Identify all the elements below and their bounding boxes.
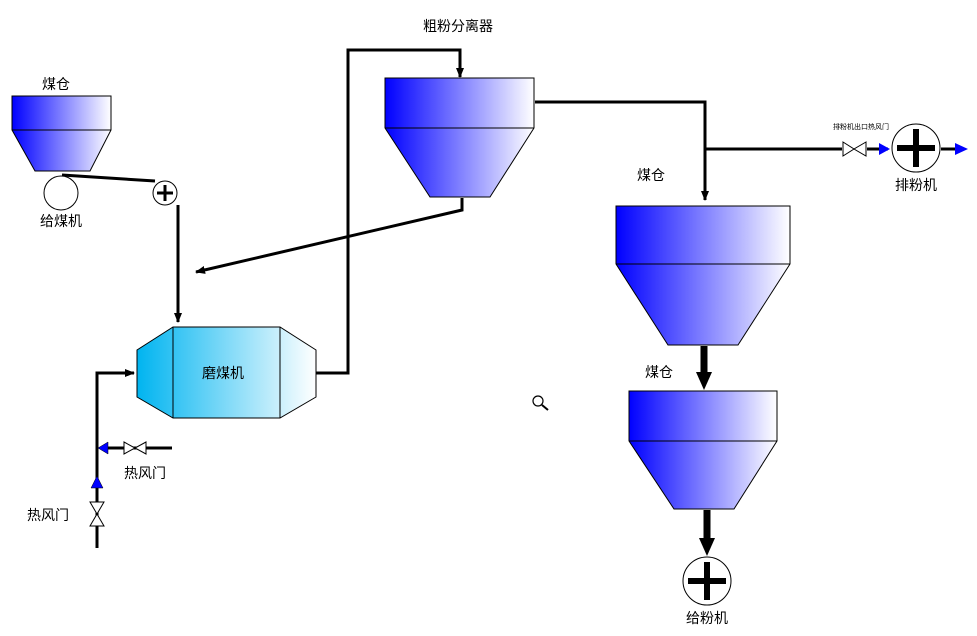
coarse-separator-label: 粗粉分离器 <box>423 18 493 35</box>
pipe-separator-to-bin <box>535 100 709 201</box>
mill-label: 磨煤机 <box>202 366 244 382</box>
pipe-hot-air-to-mill <box>95 369 135 548</box>
combiner-plus-icon <box>152 180 178 206</box>
coal-feeder[interactable] <box>43 175 79 211</box>
powder-feeder-label: 给粉机 <box>686 611 728 627</box>
pipe-separator-return <box>195 198 464 274</box>
hot-air-door-lower-label: 热风门 <box>27 508 69 524</box>
pipe-feeder-to-combiner <box>61 173 156 183</box>
pipe-mill-to-separator <box>316 48 464 375</box>
magnifier-icon[interactable] <box>532 395 549 411</box>
exhauster-outlet-door-label: 排粉机出口热风门 <box>833 122 889 131</box>
hot-air-door-lower-valve[interactable] <box>89 501 105 527</box>
coal-bin-small-label: 煤仓 <box>42 77 70 93</box>
powder-feeder-fan-icon[interactable] <box>682 556 732 606</box>
chute-arrow-upper <box>696 372 712 390</box>
flow-arrow-hot-air-branch <box>97 441 109 455</box>
exhauster-fan-icon[interactable] <box>891 123 941 173</box>
flow-arrow-exhauster-out <box>955 143 968 155</box>
powder-bin-lower[interactable] <box>628 390 778 510</box>
mill[interactable] <box>136 326 317 419</box>
flow-arrow-hot-air-main <box>90 475 104 489</box>
flow-arrow-exhauster-in <box>879 143 890 155</box>
chute-arrow-lower <box>699 538 715 556</box>
exhauster-outlet-door-valve[interactable] <box>842 141 867 157</box>
powder-bin-upper-label: 煤仓 <box>637 168 665 184</box>
powder-bin-lower-label: 煤仓 <box>645 365 673 381</box>
coarse-separator[interactable] <box>384 77 535 198</box>
coal-feeder-label: 给煤机 <box>40 214 82 230</box>
hot-air-door-upper-valve[interactable] <box>123 441 147 455</box>
hot-air-door-upper-label: 热风门 <box>124 466 166 482</box>
exhauster-label: 排粉机 <box>895 178 937 194</box>
powder-bin-upper[interactable] <box>615 205 791 346</box>
coal-bin-small[interactable] <box>11 95 112 172</box>
